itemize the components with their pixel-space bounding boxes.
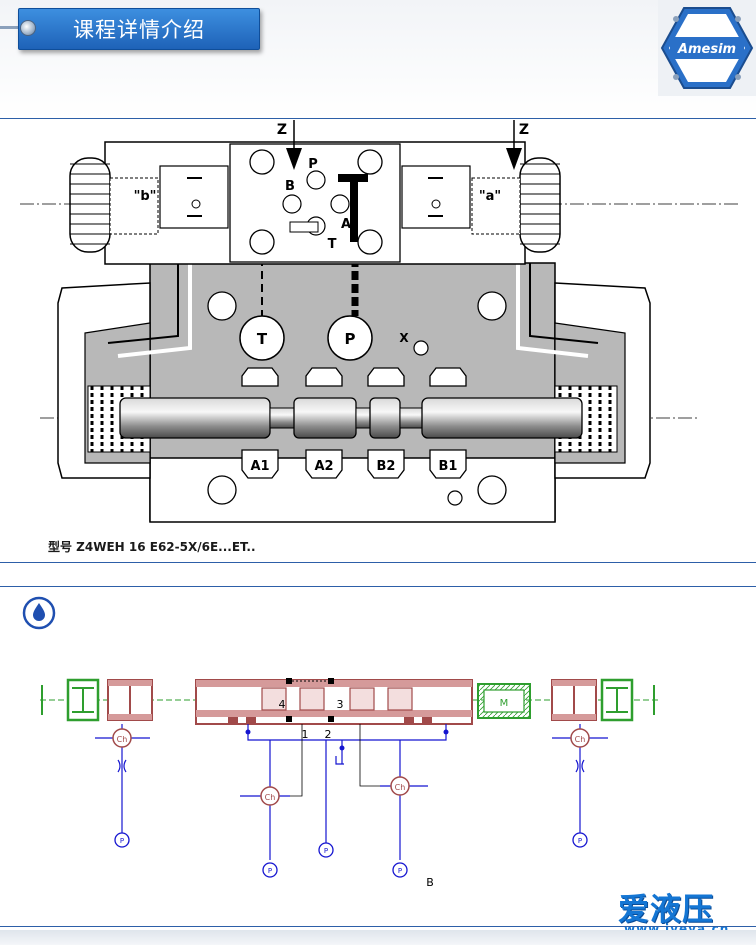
divider-top xyxy=(0,118,756,119)
model-label: 型号 Z4WEH 16 E62-5X/6E...ET.. xyxy=(48,540,256,554)
spool-pockets xyxy=(241,367,467,479)
pilot-p-label: P xyxy=(308,157,318,172)
solenoid-b-label: "b" xyxy=(134,189,157,204)
pilot-b-label: B xyxy=(285,179,295,194)
page-title: 课程详情介绍 xyxy=(73,18,205,42)
right-pilot-piston xyxy=(551,679,597,721)
svg-text:P: P xyxy=(120,837,124,845)
valve-cross-section: T P X A1 A2 B2 B1 xyxy=(20,120,740,523)
port-t: T xyxy=(239,315,285,361)
pressure-source-3: P xyxy=(262,862,278,878)
main-spool xyxy=(119,397,583,439)
svg-text:Z: Z xyxy=(277,122,287,138)
circuit-label-1: 1 xyxy=(302,728,309,741)
chamber-mid-right: Ch xyxy=(390,776,410,796)
z-arrow-left: Z xyxy=(277,120,302,170)
svg-text:Ch: Ch xyxy=(395,783,406,792)
svg-text:P: P xyxy=(578,837,582,845)
chamber-mid-left: Ch xyxy=(260,786,280,806)
pressure-source-2: P xyxy=(572,832,588,848)
port-a2-label: A2 xyxy=(314,459,333,474)
pilot-a-label: A xyxy=(341,217,351,232)
pilot-t-label: T xyxy=(328,237,337,252)
circuit-label-4: 4 xyxy=(279,698,286,711)
orifices xyxy=(117,759,585,773)
water-drop-icon xyxy=(22,596,56,630)
pin-icon xyxy=(20,20,36,36)
right-spring xyxy=(554,385,618,453)
left-actuator xyxy=(41,678,100,722)
svg-text:Z: Z xyxy=(519,122,529,138)
divider-middle xyxy=(0,562,756,563)
main-valve-model: 4 3 1 2 xyxy=(195,678,473,741)
divider-middle-2 xyxy=(0,586,756,587)
pressure-source-4: P xyxy=(318,842,334,858)
bolt-holes xyxy=(207,291,507,506)
svg-text:P: P xyxy=(345,330,356,348)
pilot-valve xyxy=(104,141,526,265)
svg-text:P: P xyxy=(398,867,402,875)
chamber-left: Ch xyxy=(112,728,132,748)
right-actuator xyxy=(600,678,655,722)
signal-lines xyxy=(95,724,608,860)
circuit-label-b: B xyxy=(426,876,434,889)
port-b1-label: B1 xyxy=(439,459,458,474)
solenoid-a-label: "a" xyxy=(479,189,501,204)
svg-text:Ch: Ch xyxy=(575,735,586,744)
port-b2-label: B2 xyxy=(377,459,396,474)
svg-text:P: P xyxy=(268,867,272,875)
pressure-source-5: P xyxy=(392,862,408,878)
spring-block: M xyxy=(477,683,531,719)
circuit-label-2: 2 xyxy=(325,728,332,741)
divider-bottom xyxy=(0,926,756,927)
amesim-logo-graphic: Amesim xyxy=(660,7,754,89)
port-x: X xyxy=(399,331,429,356)
logo-text: Amesim xyxy=(677,42,736,57)
amesim-circuit: 4 3 1 2 M C xyxy=(40,678,660,889)
z-arrow-right: Z xyxy=(506,120,529,170)
pilot-channels xyxy=(107,258,599,358)
svg-text:P: P xyxy=(324,847,328,855)
left-solenoid: "b" xyxy=(69,157,159,253)
bottom-bar xyxy=(0,930,756,945)
svg-text:T: T xyxy=(257,330,268,348)
port-p: P xyxy=(327,315,373,361)
chamber-right: Ch xyxy=(570,728,590,748)
svg-text:X: X xyxy=(399,331,409,345)
tab-pin-line xyxy=(0,26,28,29)
amesim-logo: Amesim xyxy=(658,0,756,96)
title-tab: 课程详情介绍 xyxy=(18,8,260,50)
svg-text:Ch: Ch xyxy=(265,793,276,802)
brand-name: 爱液压 xyxy=(618,892,714,928)
left-pilot-piston xyxy=(107,679,153,721)
svg-text:Ch: Ch xyxy=(117,735,128,744)
pilot-taps xyxy=(290,724,380,797)
circuit-label-3: 3 xyxy=(337,698,344,711)
spring-m-label: M xyxy=(500,698,509,709)
pressure-source-1: P xyxy=(114,832,130,848)
junction-dots xyxy=(245,729,449,751)
right-solenoid: "a" xyxy=(471,157,561,253)
port-a1-label: A1 xyxy=(250,459,269,474)
